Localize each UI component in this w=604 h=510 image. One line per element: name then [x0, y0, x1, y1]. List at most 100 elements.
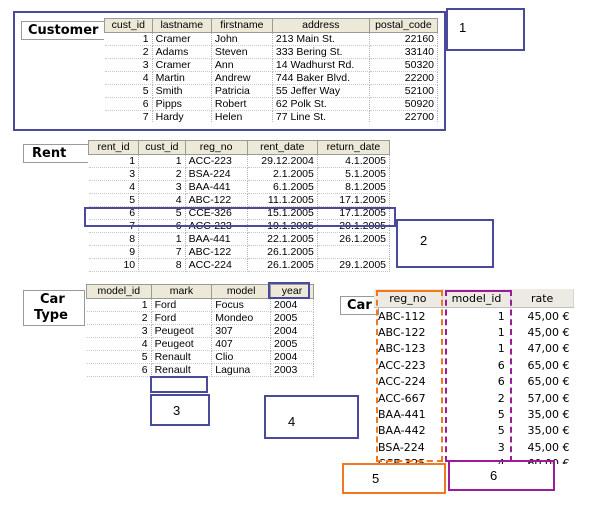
customer-cell: Cramer	[152, 58, 212, 72]
rent-column-header[interactable]: reg_no	[184, 140, 248, 155]
customer-cell: 14 Wadhurst Rd.	[272, 58, 370, 72]
car-cell: 45,00 €	[527, 309, 570, 323]
callout-5-box: 5	[342, 463, 446, 494]
rent-cell: ACC-223	[185, 154, 248, 168]
car-type-cell: 307	[211, 324, 271, 338]
car-cell: 45,00 €	[527, 326, 570, 340]
rent-cell: 5.1.2005	[317, 167, 390, 181]
rent-table-label: Rent	[23, 144, 89, 163]
rent-column-header[interactable]: rent_id	[88, 140, 140, 155]
customer-cell: 22200	[369, 71, 438, 85]
car-table-label: Car	[340, 296, 379, 315]
rent-cell: 29.1.2005	[317, 258, 390, 272]
rent-column-header[interactable]: rent_date	[246, 140, 318, 155]
car-type-label-line1: Car	[40, 292, 65, 307]
year-header-highlight	[268, 282, 310, 299]
car-column-header[interactable]: model_id	[442, 289, 512, 308]
callout-1-box: 1	[446, 8, 525, 51]
customer-column-header[interactable]: postal_code	[368, 18, 438, 33]
rent-cell: 6	[88, 206, 140, 220]
customer-cell: Patricia	[211, 84, 273, 98]
car-cell: 35,00 €	[527, 424, 570, 438]
rent-cell: ACC-224	[185, 258, 248, 272]
rent-cell: 26.1.2005	[247, 245, 318, 259]
rent-cell: 7	[138, 245, 186, 259]
customer-cell: 4	[104, 71, 153, 85]
callout-3-box: 3	[150, 394, 210, 426]
car-cell: 1	[497, 326, 505, 340]
callout-6-label: 6	[490, 468, 498, 483]
rent-cell: 26.1.2005	[247, 258, 318, 272]
car-cell: ACC-667	[378, 391, 426, 405]
rent-cell: 2.1.2005	[247, 167, 318, 181]
car-column-header[interactable]: reg_no	[374, 289, 443, 308]
rent-cell: 15.1.2005	[247, 206, 318, 220]
car-type-cell: Clio	[211, 350, 271, 364]
customer-column-header[interactable]: cust_id	[104, 18, 153, 33]
rent-cell: 5	[88, 193, 140, 207]
callout-2-box: 2	[396, 219, 494, 268]
customer-column-header[interactable]: address	[271, 18, 370, 33]
rent-row-highlight	[84, 207, 396, 227]
car-column-header[interactable]: rate	[510, 289, 574, 308]
rent-column-header[interactable]: return_date	[316, 140, 390, 155]
customer-cell: 50920	[369, 97, 438, 111]
car-type-label: Car Type	[23, 290, 85, 326]
car-type-cell: Peugeot	[151, 324, 213, 338]
car-type-column-header[interactable]: mark	[150, 284, 213, 299]
customer-column-header[interactable]: lastname	[151, 18, 212, 33]
rent-cell: 2	[138, 167, 186, 181]
callout-6-box: 6	[448, 460, 555, 491]
car-cell: BAA-442	[378, 424, 426, 438]
rent-column-header[interactable]: cust_id	[138, 140, 186, 155]
rent-cell: 6.1.2005	[247, 180, 318, 194]
customer-cell: 744 Baker Blvd.	[272, 71, 370, 85]
customer-cell: 2	[104, 45, 153, 59]
customer-cell: 1	[104, 32, 153, 46]
car-type-column-header[interactable]: model_id	[86, 284, 152, 299]
rent-cell: 4.1.2005	[317, 154, 390, 168]
car-type-column-header[interactable]: model	[211, 284, 271, 299]
customer-cell: Cramer	[152, 32, 212, 46]
rent-cell: 11.1.2005	[247, 193, 318, 207]
customer-column-header[interactable]: firstname	[210, 18, 273, 33]
rent-cell: 1	[138, 154, 186, 168]
car-cell: 6	[497, 375, 505, 389]
